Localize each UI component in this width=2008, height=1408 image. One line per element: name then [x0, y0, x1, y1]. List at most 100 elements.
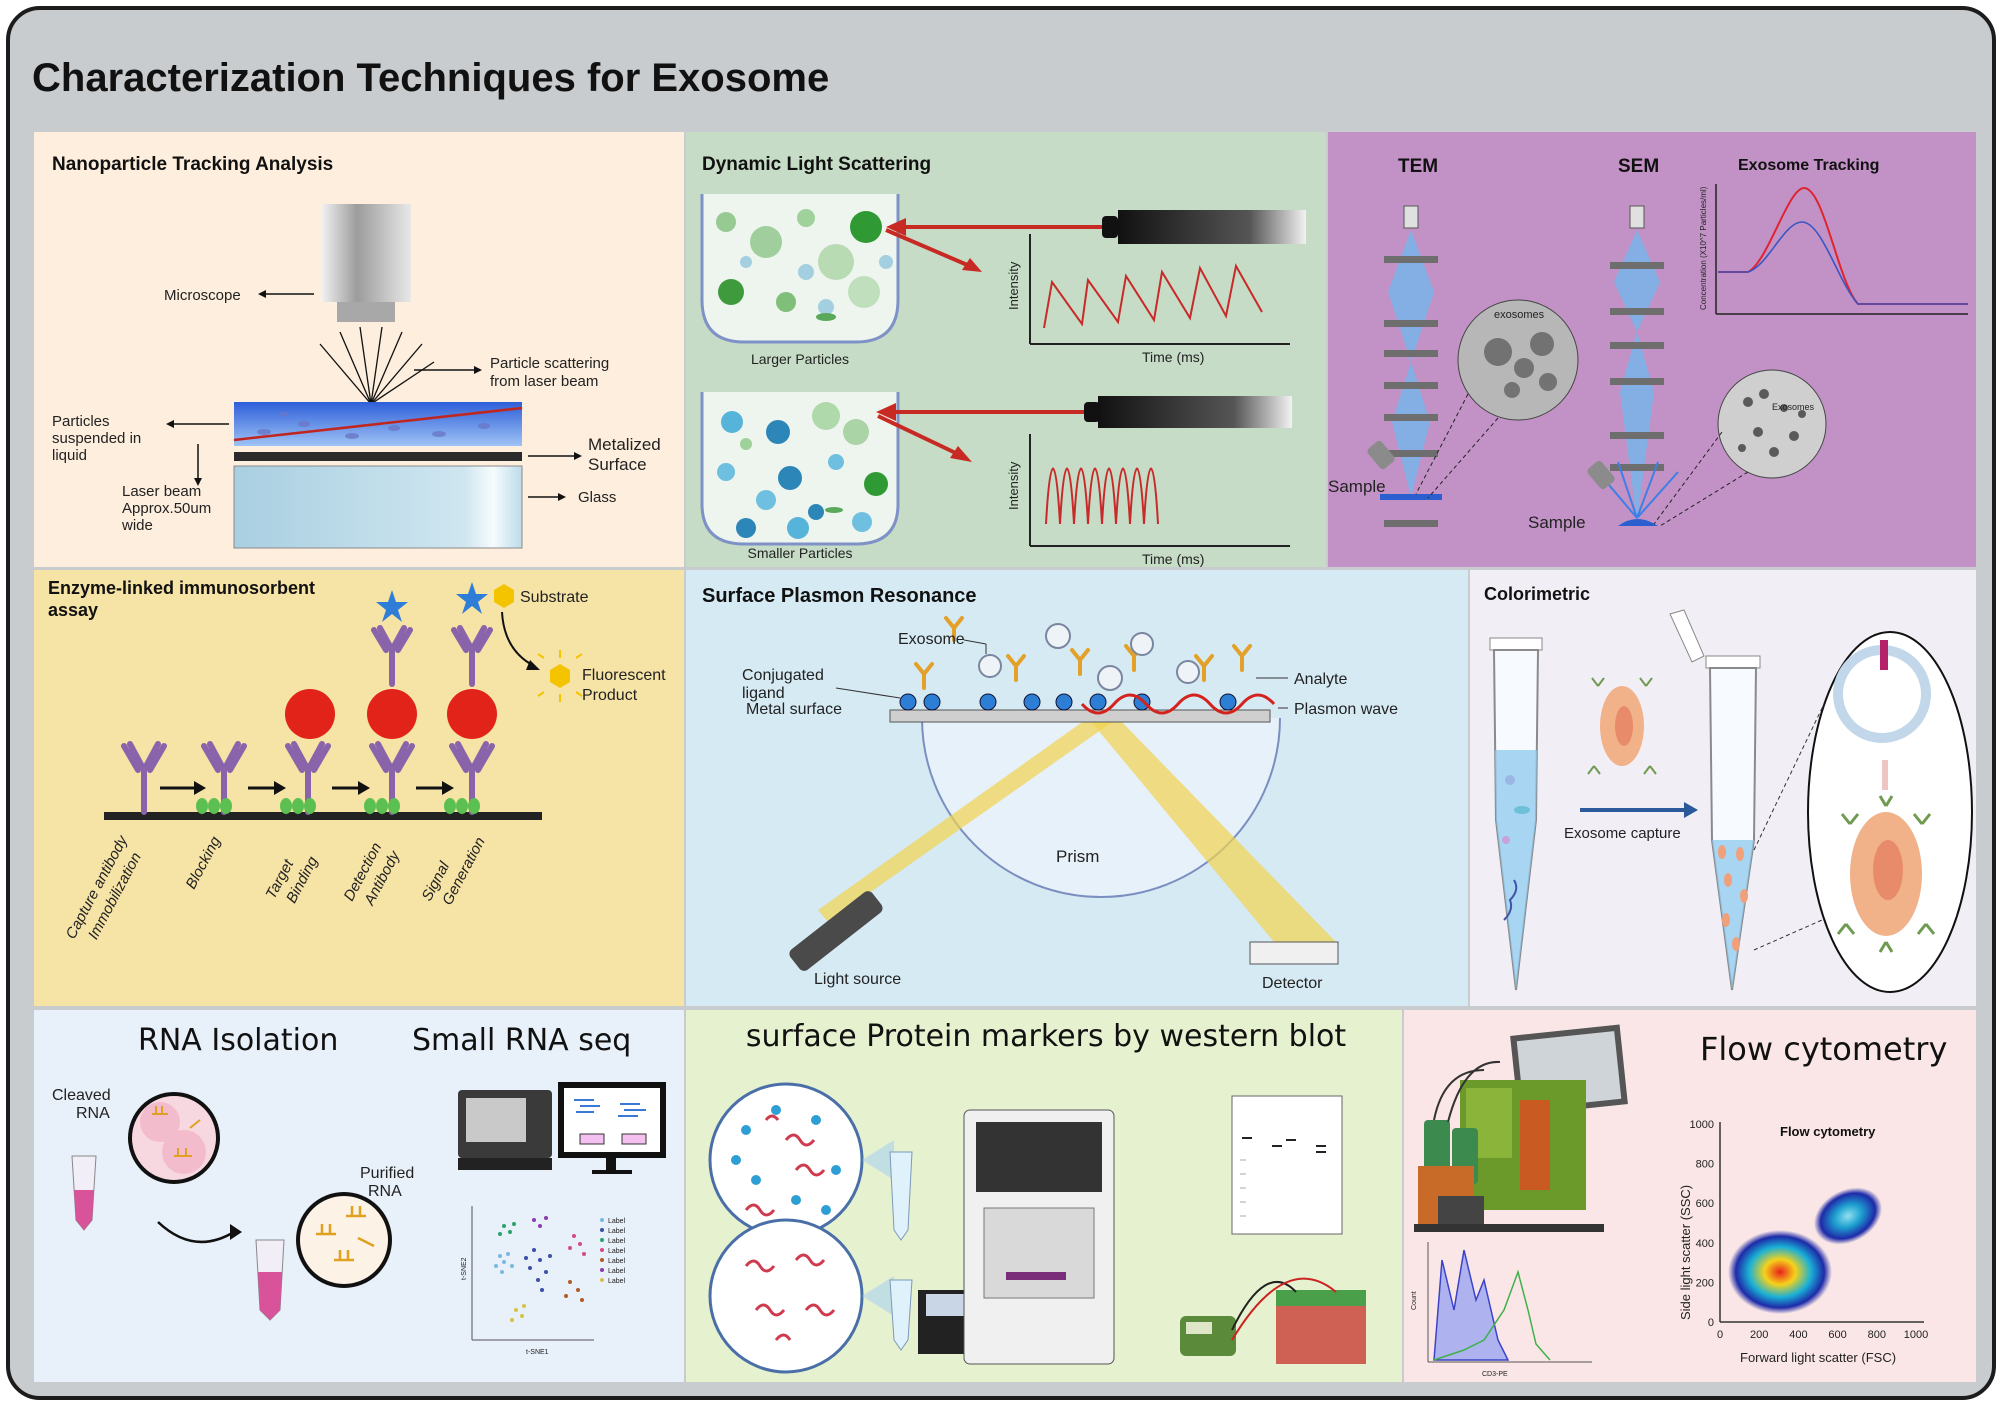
metal-label-1: Metalized — [588, 435, 661, 454]
laser-label-1: Laser beam — [122, 483, 201, 500]
zoom-cell — [1836, 795, 1936, 953]
exosome-cell — [1587, 677, 1657, 775]
svg-text:Label: Label — [608, 1238, 626, 1245]
analyte-label: Analyte — [1294, 671, 1347, 688]
sem-column — [1597, 205, 1679, 526]
elisa-step-5 — [444, 582, 497, 814]
sem-label: SEM — [1618, 156, 1659, 177]
scatter-ytick-label: 200 — [1696, 1277, 1714, 1289]
nta-diagram: Nanoparticle Tracking Analysis Microscop… — [52, 154, 661, 549]
tem-detector — [1367, 440, 1395, 470]
large-particles — [716, 209, 893, 321]
tracking-label: Exosome Tracking — [1738, 157, 1879, 174]
svg-text:Label: Label — [608, 1248, 626, 1255]
scatter-label-2: from laser beam — [490, 373, 598, 390]
panel-flow: Flow cytometry CD3-PE Count — [1404, 1010, 1976, 1382]
tsne2-label: t-SNE2 — [461, 1257, 468, 1280]
sample-zoom-2 — [708, 1218, 864, 1374]
panel-dls: Dynamic Light Scattering Larger Particle… — [686, 132, 1326, 567]
step-label-4: Detection Antibody — [341, 840, 405, 909]
scatter-ytick-label: 0 — [1708, 1317, 1714, 1329]
dls-bottom-ylabel: Intensity — [1006, 461, 1021, 510]
light-source — [789, 891, 883, 971]
conjugated-label-1: Conjugated — [742, 667, 824, 684]
svg-text:Label: Label — [608, 1228, 626, 1235]
light-source-label: Light source — [814, 971, 901, 988]
tracking-curve-red — [1718, 186, 1968, 305]
microscope-body — [321, 204, 411, 302]
elisa-diagram: Enzyme-linked immunosorbent assay Substr… — [48, 578, 666, 943]
blot-membrane — [1231, 1095, 1343, 1235]
flow-diagram: Flow cytometry CD3-PE Count — [1411, 1024, 1947, 1378]
prism — [921, 717, 1281, 898]
dls-top-xlabel: Time (ms) — [1142, 349, 1204, 365]
purified-label-1: Purified — [360, 1165, 414, 1182]
panel-colorimetric: Colorimetric Exosome capture — [1470, 570, 1976, 1006]
substrate-arrow — [501, 611, 535, 667]
dls-title: Dynamic Light Scattering — [702, 154, 931, 175]
flow-cytometer — [1414, 1024, 1628, 1232]
metal-surface — [889, 709, 1271, 723]
elisa-step-1 — [124, 744, 164, 812]
svg-text:Label: Label — [608, 1218, 626, 1225]
spr-title: Surface Plasmon Resonance — [702, 585, 977, 607]
metalized-surface — [234, 452, 522, 461]
sequencer — [458, 1090, 552, 1170]
smaller-particles-label: Smaller Particles — [747, 545, 852, 561]
elisa-step-3 — [280, 689, 335, 814]
capture-label: Exosome capture — [1564, 825, 1681, 842]
colorimetric-diagram: Colorimetric Exosome capture — [1484, 584, 1973, 993]
fluorescent-product-icon — [537, 650, 583, 702]
process-arrow — [157, 1221, 235, 1244]
scatter-ytick-label: 400 — [1696, 1238, 1714, 1250]
small-rna-seq-title: Small RNA seq — [412, 1023, 631, 1058]
tsne-clusters — [494, 1216, 586, 1322]
svg-text:Label: Label — [608, 1268, 626, 1275]
dls-signal-small — [1045, 467, 1159, 525]
metal-label-2: Surface — [588, 455, 647, 474]
scatter-rays — [319, 326, 435, 405]
scatter-title: Flow cytometry — [1780, 1124, 1876, 1139]
density-population-2 — [1813, 1187, 1883, 1245]
scatter-xlabel: Forward light scatter (FSC) — [1740, 1350, 1896, 1365]
panel-elisa: Enzyme-linked immunosorbent assay Substr… — [34, 570, 684, 1006]
dls-top-ylabel: Intensity — [1006, 261, 1021, 310]
cleaved-label-2: RNA — [76, 1105, 110, 1122]
dls-diagram: Dynamic Light Scattering Larger Particle… — [700, 154, 1306, 567]
dls-signal-large — [1043, 263, 1263, 329]
elisa-title-1: Enzyme-linked immunosorbent — [48, 578, 315, 598]
reflected-light — [1088, 718, 1336, 954]
rna-diagram: RNA Isolation Small RNA seq Cleaved RNA … — [52, 1023, 666, 1356]
step-label-1: Capture antibody Immobilization — [63, 832, 145, 943]
substrate-icon — [494, 584, 514, 608]
elisa-title-2: assay — [48, 600, 98, 620]
prism-label: Prism — [1056, 847, 1099, 866]
column-tube-1 — [889, 1151, 913, 1241]
substrate-label: Substrate — [520, 589, 589, 606]
scatter-label-1: Particle scattering — [490, 355, 609, 372]
plasmon-wave — [1080, 693, 1276, 715]
exosome-vesicles — [978, 623, 1200, 691]
rna-isolation-title: RNA Isolation — [138, 1023, 338, 1058]
purified-label-2: RNA — [368, 1183, 402, 1200]
hist-stained — [1433, 1269, 1551, 1361]
panel-western-blot: surface Protein markers by western blot — [686, 1010, 1402, 1382]
hist-unstained — [1433, 1249, 1510, 1361]
scatter-xtick-label: 400 — [1789, 1329, 1807, 1341]
scattered-beam-top — [885, 228, 973, 269]
small-particles — [717, 402, 888, 539]
dls-bottom-xlabel: Time (ms) — [1142, 551, 1204, 567]
fluorescent-label-1: Fluorescent — [582, 667, 666, 684]
scatter-ytick-label: 1000 — [1690, 1119, 1714, 1131]
sem-exosomes-label: Exosomes — [1772, 402, 1815, 412]
monitor — [558, 1082, 666, 1174]
conjugated-ligands — [899, 693, 1237, 711]
scatter-ytick-label: 600 — [1696, 1198, 1714, 1210]
zoom-ellipse — [1807, 631, 1973, 993]
sem-micrograph — [1717, 369, 1827, 479]
scatter-xtick-label: 1000 — [1904, 1329, 1928, 1341]
exosome-label: Exosome — [898, 631, 965, 648]
em-diagram: TEM SEM Exosome Tracking Sample Sam — [1328, 156, 1968, 532]
panel-rna: RNA Isolation Small RNA seq Cleaved RNA … — [34, 1010, 684, 1382]
